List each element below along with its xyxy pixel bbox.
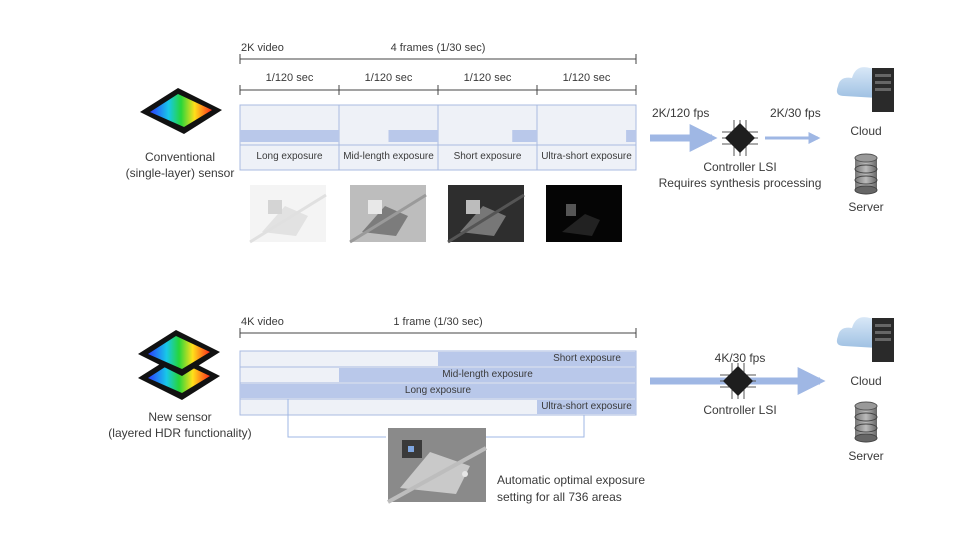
house-hdr-icon	[387, 428, 487, 504]
layered-video-label: 4K video	[241, 316, 284, 328]
exposure-label-ultra-short: Ultra-short exposure	[541, 151, 632, 162]
exposure-label-short: Short exposure	[453, 151, 522, 162]
conventional-exposure-panel	[239, 104, 637, 171]
exposure-label-long: Long exposure	[256, 151, 323, 162]
frame-duration-label: 1/120 sec	[562, 72, 611, 84]
hdr-note-line2: setting for all 736 areas	[497, 490, 622, 504]
layered-controller-label: Controller LSI	[703, 403, 777, 417]
layered-cloud-label: Cloud	[850, 374, 882, 388]
layered-controller-chip-icon	[720, 363, 756, 399]
conventional-timeline	[239, 54, 637, 95]
layered-exposure-label-ultra-short: Ultra-short exposure	[541, 401, 632, 412]
conventional-cloud-label: Cloud	[850, 124, 882, 138]
layered-exposure-bar	[240, 384, 636, 398]
conventional-sensor-label-line2: (single-layer) sensor	[125, 166, 235, 180]
conventional-controller-chip-icon	[722, 120, 758, 156]
layered-rate: 4K/30 fps	[714, 351, 766, 365]
conventional-controller-label: Controller LSI	[703, 160, 777, 174]
layered-exposure-panel	[239, 350, 637, 416]
conventional-exposure-bar	[388, 130, 438, 142]
hdr-connector-line-right	[486, 415, 585, 438]
conventional-frames-label: 4 frames (1/30 sec)	[390, 42, 486, 54]
layered-timeline	[239, 328, 637, 338]
layered-server-icon	[854, 401, 878, 443]
layered-exposure-bar	[438, 352, 636, 366]
conventional-exposure-bar	[240, 130, 339, 142]
layered-exposure-bar	[537, 400, 636, 414]
conventional-sensor-label-line1: Conventional	[144, 150, 216, 164]
conventional-server-label: Server	[848, 200, 884, 214]
house-short-exposure-icon	[447, 185, 525, 244]
exposure-label-mid: Mid-length exposure	[343, 151, 434, 162]
layered-sensor-icon	[138, 330, 220, 400]
house-ultra-short-exposure-icon	[546, 185, 622, 242]
layered-exposure-label-mid: Mid-length exposure	[442, 369, 533, 380]
layered-frames-label: 1 frame (1/30 sec)	[393, 316, 483, 328]
layered-sensor-label-line1: New sensor	[148, 410, 212, 424]
conventional-sample-images	[249, 185, 622, 244]
layered-exposure-bar	[339, 368, 636, 382]
frame-duration-label: 1/120 sec	[364, 72, 413, 84]
layered-server-label: Server	[848, 449, 884, 463]
conventional-controller-note: Requires synthesis processing	[658, 176, 822, 190]
house-mid-exposure-icon	[349, 185, 427, 244]
conventional-video-label: 2K video	[241, 42, 284, 54]
house-long-exposure-icon	[249, 185, 327, 244]
conventional-input-rate: 2K/120 fps	[652, 106, 710, 120]
layered-cloud-icon	[836, 317, 894, 362]
conventional-output-rate: 2K/30 fps	[770, 106, 821, 120]
conventional-exposure-bar	[512, 130, 537, 142]
layered-exposure-label-short: Short exposure	[553, 353, 621, 364]
conventional-sensor-icon	[140, 88, 222, 134]
frame-duration-label: 1/120 sec	[463, 72, 512, 84]
layered-exposure-label-long: Long exposure	[404, 385, 472, 396]
conventional-cloud-icon	[836, 67, 894, 112]
frame-duration-label: 1/120 sec	[265, 72, 314, 84]
hdr-note-line1: Automatic optimal exposure	[497, 473, 646, 487]
hdr-connector-line	[287, 399, 386, 438]
layered-sensor-label-line2: (layered HDR functionality)	[108, 426, 252, 440]
conventional-exposure-bar	[626, 130, 636, 142]
conventional-server-icon	[854, 153, 878, 195]
